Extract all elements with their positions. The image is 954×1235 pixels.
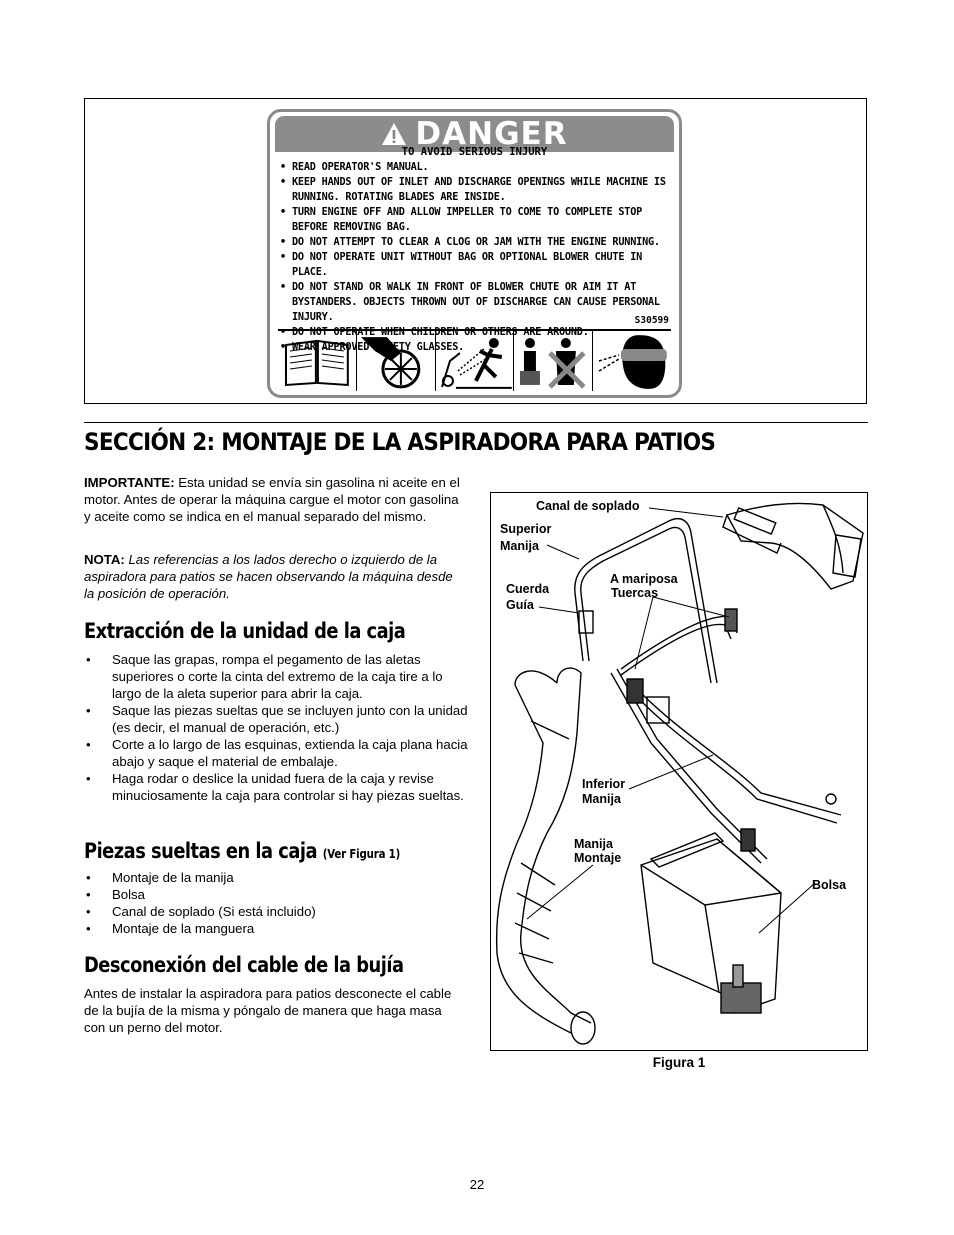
nota-paragraph: NOTA: Las referencias a los lados derech… — [84, 551, 464, 602]
nota-text: Las referencias a los lados derecho o iz… — [84, 552, 453, 601]
section-title: SECCIÓN 2: MONTAJE DE LA ASPIRADORA PARA… — [84, 428, 716, 456]
desconexion-text: Antes de instalar la aspiradora para pat… — [84, 986, 452, 1035]
figure-1: Canal de soplado Superior Manija Cuerda … — [490, 492, 868, 1051]
danger-icon-row — [278, 329, 671, 393]
importante-text: Esta unidad se envía sin gasolina ni ace… — [84, 475, 460, 524]
list-item: Bolsa — [84, 886, 469, 903]
danger-list: READ OPERATOR'S MANUAL. KEEP HANDS OUT O… — [280, 160, 675, 355]
piezas-figure-ref: (Ver Figura 1) — [322, 847, 401, 861]
list-item: Saque las piezas sueltas que se incluyen… — [84, 702, 469, 736]
page-number: 22 — [469, 1177, 485, 1192]
label-cuerda: Cuerda — [506, 582, 550, 596]
list-item: Montaje de la manija — [84, 869, 469, 886]
extraccion-heading: Extracción de la unidad de la caja — [84, 619, 406, 643]
label-a-mariposa: A mariposa — [610, 572, 678, 586]
list-item: Corte a lo largo de las esquinas, extien… — [84, 736, 469, 770]
thrown-objects-icon — [436, 331, 515, 391]
list-item: Haga rodar o deslice la unidad fuera de … — [84, 770, 469, 804]
callout-leaders — [526, 507, 816, 934]
label-superior-manija: Manija — [500, 539, 539, 553]
nota-label: NOTA: — [84, 552, 125, 567]
figure-caption: Figura 1 — [652, 1055, 706, 1070]
label-manija: Manija — [574, 837, 613, 851]
label-superior: Superior — [500, 522, 552, 536]
manual-icon — [278, 331, 357, 391]
danger-item: KEEP HANDS OUT OF INLET AND DISCHARGE OP… — [280, 175, 675, 205]
label-inferior: Inferior — [582, 777, 626, 791]
piezas-heading-text: Piezas sueltas en la caja — [84, 839, 318, 863]
section-rule — [84, 422, 868, 423]
danger-item: DO NOT OPERATE WHEN CHILDREN OR OTHERS A… — [280, 325, 675, 340]
danger-header: DANGER — [275, 116, 674, 152]
warning-triangle-icon — [382, 123, 407, 145]
list-item: Montaje de la manguera — [84, 920, 469, 937]
bag-drawing — [640, 832, 782, 1014]
danger-item: DO NOT ATTEMPT TO CLEAR A CLOG OR JAM WI… — [280, 235, 675, 250]
upper-handle-drawing — [574, 517, 738, 684]
danger-title: DANGER — [415, 115, 568, 152]
danger-label: DANGER TO AVOID SERIOUS INJURY READ OPER… — [267, 109, 682, 398]
importante-label: IMPORTANTE: — [84, 475, 175, 490]
safety-glasses-icon — [593, 331, 671, 391]
no-bystanders-icon — [514, 331, 594, 391]
label-tuercas: Tuercas — [611, 586, 659, 600]
desconexion-heading: Desconexión del cable de la bujía — [84, 953, 404, 977]
danger-item: READ OPERATOR'S MANUAL. — [280, 160, 675, 175]
danger-item: DO NOT STAND OR WALK IN FRONT OF BLOWER … — [280, 280, 675, 325]
label-bolsa: Bolsa — [812, 878, 847, 892]
danger-frame — [84, 98, 867, 404]
label-montaje: Montaje — [574, 851, 622, 865]
list-item: Canal de soplado (Si está incluido) — [84, 903, 469, 920]
desconexion-paragraph: Antes de instalar la aspiradora para pat… — [84, 985, 464, 1036]
hose-drawing — [495, 667, 596, 1045]
extraccion-list: Saque las grapas, rompa el pegamento de … — [84, 651, 469, 804]
label-inferior-manija: Manija — [582, 792, 621, 806]
piezas-heading: Piezas sueltas en la caja (Ver Figura 1) — [84, 839, 400, 863]
importante-paragraph: IMPORTANTE: Esta unidad se envía sin gas… — [84, 474, 464, 525]
piezas-list: Montaje de la manija Bolsa Canal de sopl… — [84, 869, 469, 937]
rotating-blade-icon — [357, 331, 436, 391]
label-cuerda-guia: Guía — [506, 598, 534, 612]
danger-item: TURN ENGINE OFF AND ALLOW IMPELLER TO CO… — [280, 205, 675, 235]
leaf-vacuum-parts-illustration — [495, 502, 864, 1045]
label-canal-de-soplado: Canal de soplado — [536, 499, 640, 513]
danger-item: DO NOT OPERATE UNIT WITHOUT BAG OR OPTIO… — [280, 250, 675, 280]
blower-chute-drawing — [722, 502, 864, 590]
list-item: Saque las grapas, rompa el pegamento de … — [84, 651, 469, 702]
lower-handle-drawing — [610, 668, 842, 864]
danger-code: S30599 — [634, 315, 669, 326]
danger-subtitle: TO AVOID SERIOUS INJURY — [401, 146, 548, 158]
